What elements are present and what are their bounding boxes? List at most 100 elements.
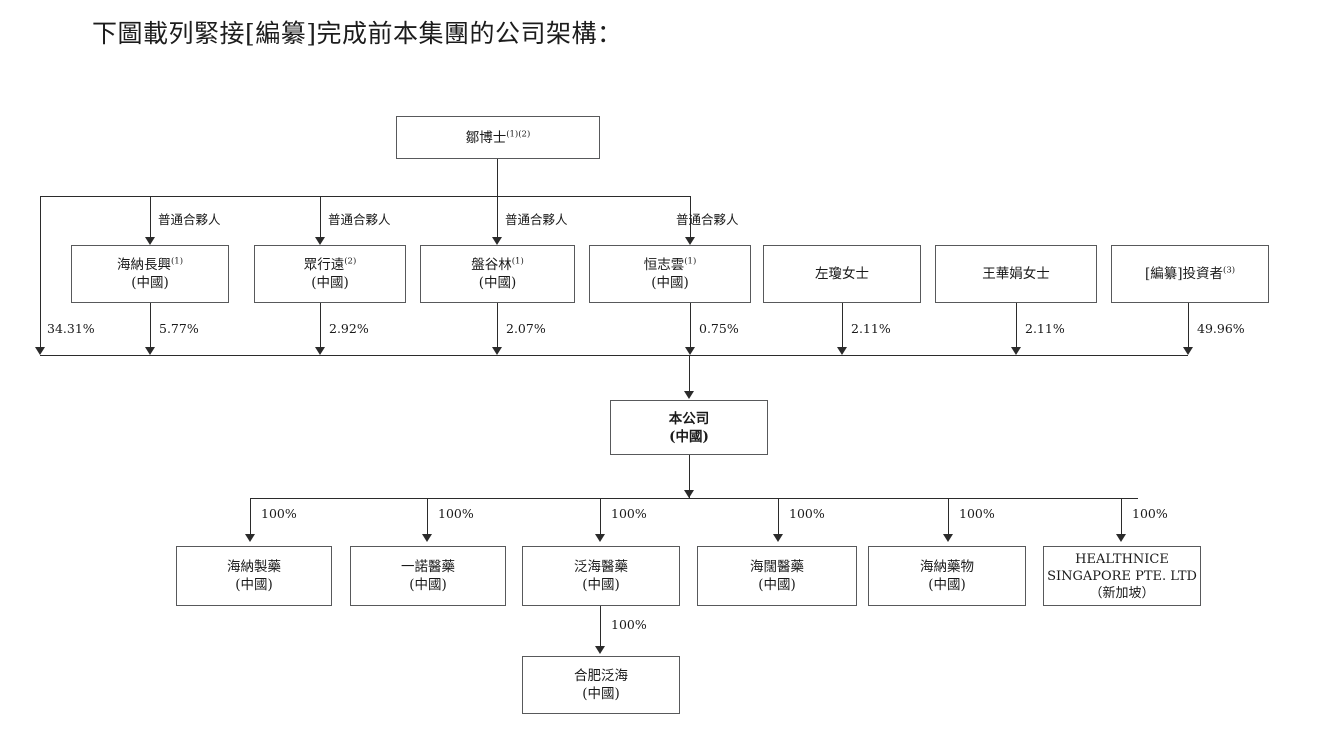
connector-company-to-subs-stem	[689, 455, 690, 498]
connector-gp-drop-0	[150, 196, 151, 238]
node-shareholder-1-name: 眾行遠(2)	[303, 256, 357, 273]
arrow-gp-drop-2	[492, 237, 502, 245]
arrow-stake-drop-1	[315, 347, 325, 355]
label-subsub-pct: 100%	[611, 617, 647, 632]
node-shareholder-2-jurisdiction: (中國)	[478, 275, 517, 291]
node-sub-1-jurisdiction: (中國)	[409, 577, 447, 593]
node-company-jurisdiction: (中國)	[669, 428, 709, 445]
label-gp-0: 普通合夥人	[158, 212, 221, 227]
arrow-stake-drop-3	[685, 347, 695, 355]
connector-subsub-drop	[600, 606, 601, 650]
page-title: 下圖載列緊接[編纂]完成前本集團的公司架構：	[92, 19, 623, 48]
label-pct-3: 0.75%	[699, 321, 739, 336]
arrow-gp-drop-1	[315, 237, 325, 245]
node-shareholder-6-name: [編纂]投資者(3)	[1144, 265, 1236, 282]
label-pct-0: 5.77%	[159, 321, 199, 336]
node-shareholder-hainachangxing: 海納長興(1) (中國)	[71, 245, 229, 303]
connector-sub-drop-3	[778, 498, 779, 539]
node-subsidiary-healthnice-singapore: HEALTHNICE SINGAPORE PTE. LTD （新加坡）	[1043, 546, 1201, 606]
connector-stake-drop-2	[497, 303, 498, 352]
node-shareholder-4-name: 左瓊女士	[815, 266, 869, 282]
arrow-company-to-subs	[684, 490, 694, 498]
arrow-sub-drop-0	[245, 534, 255, 542]
node-company-name: 本公司	[668, 410, 710, 427]
arrow-stake-drop-0	[145, 347, 155, 355]
node-subsub-jurisdiction: (中國)	[582, 686, 620, 702]
connector-gp-drop-2	[497, 196, 498, 238]
label-pct-1: 2.92%	[329, 321, 369, 336]
node-the-company: 本公司 (中國)	[610, 400, 768, 455]
connector-stake-drop-5	[1016, 303, 1017, 352]
connector-root-direct-stake-line	[40, 196, 41, 352]
connector-sub-drop-5	[1121, 498, 1122, 539]
label-sub-pct-4: 100%	[959, 506, 995, 521]
arrow-sub-drop-3	[773, 534, 783, 542]
connector-bus-general-partner	[40, 196, 690, 197]
label-pct-5: 2.11%	[1025, 321, 1065, 336]
node-subsidiary-haikuoyiyao: 海闊醫藥 (中國)	[697, 546, 857, 606]
connector-root-stem	[497, 159, 498, 196]
arrow-gp-drop-0	[145, 237, 155, 245]
node-sub-5-name-line1: HEALTHNICE	[1075, 551, 1169, 567]
node-shareholder-ms-zuoqiong: 左瓊女士	[763, 245, 921, 303]
connector-stake-drop-6	[1188, 303, 1189, 352]
node-sub-4-name: 海納藥物	[920, 559, 974, 575]
label-pct-2: 2.07%	[506, 321, 546, 336]
node-shareholder-5-name: 王華娟女士	[982, 266, 1050, 282]
label-sub-pct-0: 100%	[261, 506, 297, 521]
node-shareholder-listing-investors: [編纂]投資者(3)	[1111, 245, 1269, 303]
label-sub-pct-3: 100%	[789, 506, 825, 521]
node-sub-2-name: 泛海醫藥	[574, 559, 628, 575]
label-sub-pct-2: 100%	[611, 506, 647, 521]
node-sub-0-name: 海納製藥	[227, 559, 281, 575]
arrow-stake-drop-6	[1183, 347, 1193, 355]
label-pct-root-direct: 34.31%	[47, 321, 95, 336]
connector-stake-drop-0	[150, 303, 151, 352]
node-shareholder-2-name: 盤谷林(1)	[471, 256, 524, 273]
connector-sub-drop-2	[600, 498, 601, 539]
arrow-gp-drop-3	[685, 237, 695, 245]
connector-company-stem	[689, 355, 690, 395]
node-root-footnote: (1)(2)	[506, 129, 531, 139]
node-sub-5-jurisdiction: （新加坡）	[1089, 585, 1155, 601]
connector-gp-drop-1	[320, 196, 321, 238]
node-sub-0-jurisdiction: (中國)	[235, 577, 273, 593]
arrow-stake-drop-5	[1011, 347, 1021, 355]
connector-gp-drop-3	[690, 196, 691, 238]
node-shareholder-ms-wanghuajuan: 王華娟女士	[935, 245, 1097, 303]
connector-bus-subsidiaries	[250, 498, 1138, 499]
arrow-sub-drop-4	[943, 534, 953, 542]
node-sub-3-jurisdiction: (中國)	[758, 577, 796, 593]
arrow-subsub-drop	[595, 646, 605, 654]
node-root-label: 鄒博士(1)(2)	[465, 129, 531, 146]
arrow-company-stem	[684, 391, 694, 399]
node-shareholder-hengzhiyun: 恒志雲(1) (中國)	[589, 245, 751, 303]
label-pct-4: 2.11%	[851, 321, 891, 336]
node-shareholder-0-name: 海納長興(1)	[116, 256, 184, 273]
label-gp-1: 普通合夥人	[328, 212, 391, 227]
node-sub-3-name: 海闊醫藥	[750, 559, 804, 575]
node-shareholder-3-jurisdiction: (中國)	[651, 275, 689, 291]
node-subsidiary-fanhaiyiyao: 泛海醫藥 (中國)	[522, 546, 680, 606]
node-shareholder-3-name: 恒志雲(1)	[643, 256, 697, 273]
arrow-stake-drop-4	[837, 347, 847, 355]
arrow-sub-drop-5	[1116, 534, 1126, 542]
node-root-dr-zou: 鄒博士(1)(2)	[396, 116, 600, 159]
arrow-root-direct-stake	[35, 347, 45, 355]
node-shareholder-1-jurisdiction: (中國)	[311, 275, 349, 291]
node-shareholder-0-jurisdiction: (中國)	[131, 275, 169, 291]
node-shareholder-zhongxingyuan: 眾行遠(2) (中國)	[254, 245, 406, 303]
label-sub-pct-5: 100%	[1132, 506, 1168, 521]
node-sub-5-name-line2: SINGAPORE PTE. LTD	[1047, 568, 1197, 584]
connector-stake-drop-1	[320, 303, 321, 352]
label-sub-pct-1: 100%	[438, 506, 474, 521]
label-gp-2: 普通合夥人	[505, 212, 568, 227]
connector-stake-drop-3	[690, 303, 691, 352]
arrow-sub-drop-2	[595, 534, 605, 542]
node-subsidiary-hainazhiyao: 海納製藥 (中國)	[176, 546, 332, 606]
node-sub-2-jurisdiction: (中國)	[582, 577, 620, 593]
node-subsidiary-yinuoyiyao: 一諾醫藥 (中國)	[350, 546, 506, 606]
label-pct-6: 49.96%	[1197, 321, 1245, 336]
arrow-sub-drop-1	[422, 534, 432, 542]
